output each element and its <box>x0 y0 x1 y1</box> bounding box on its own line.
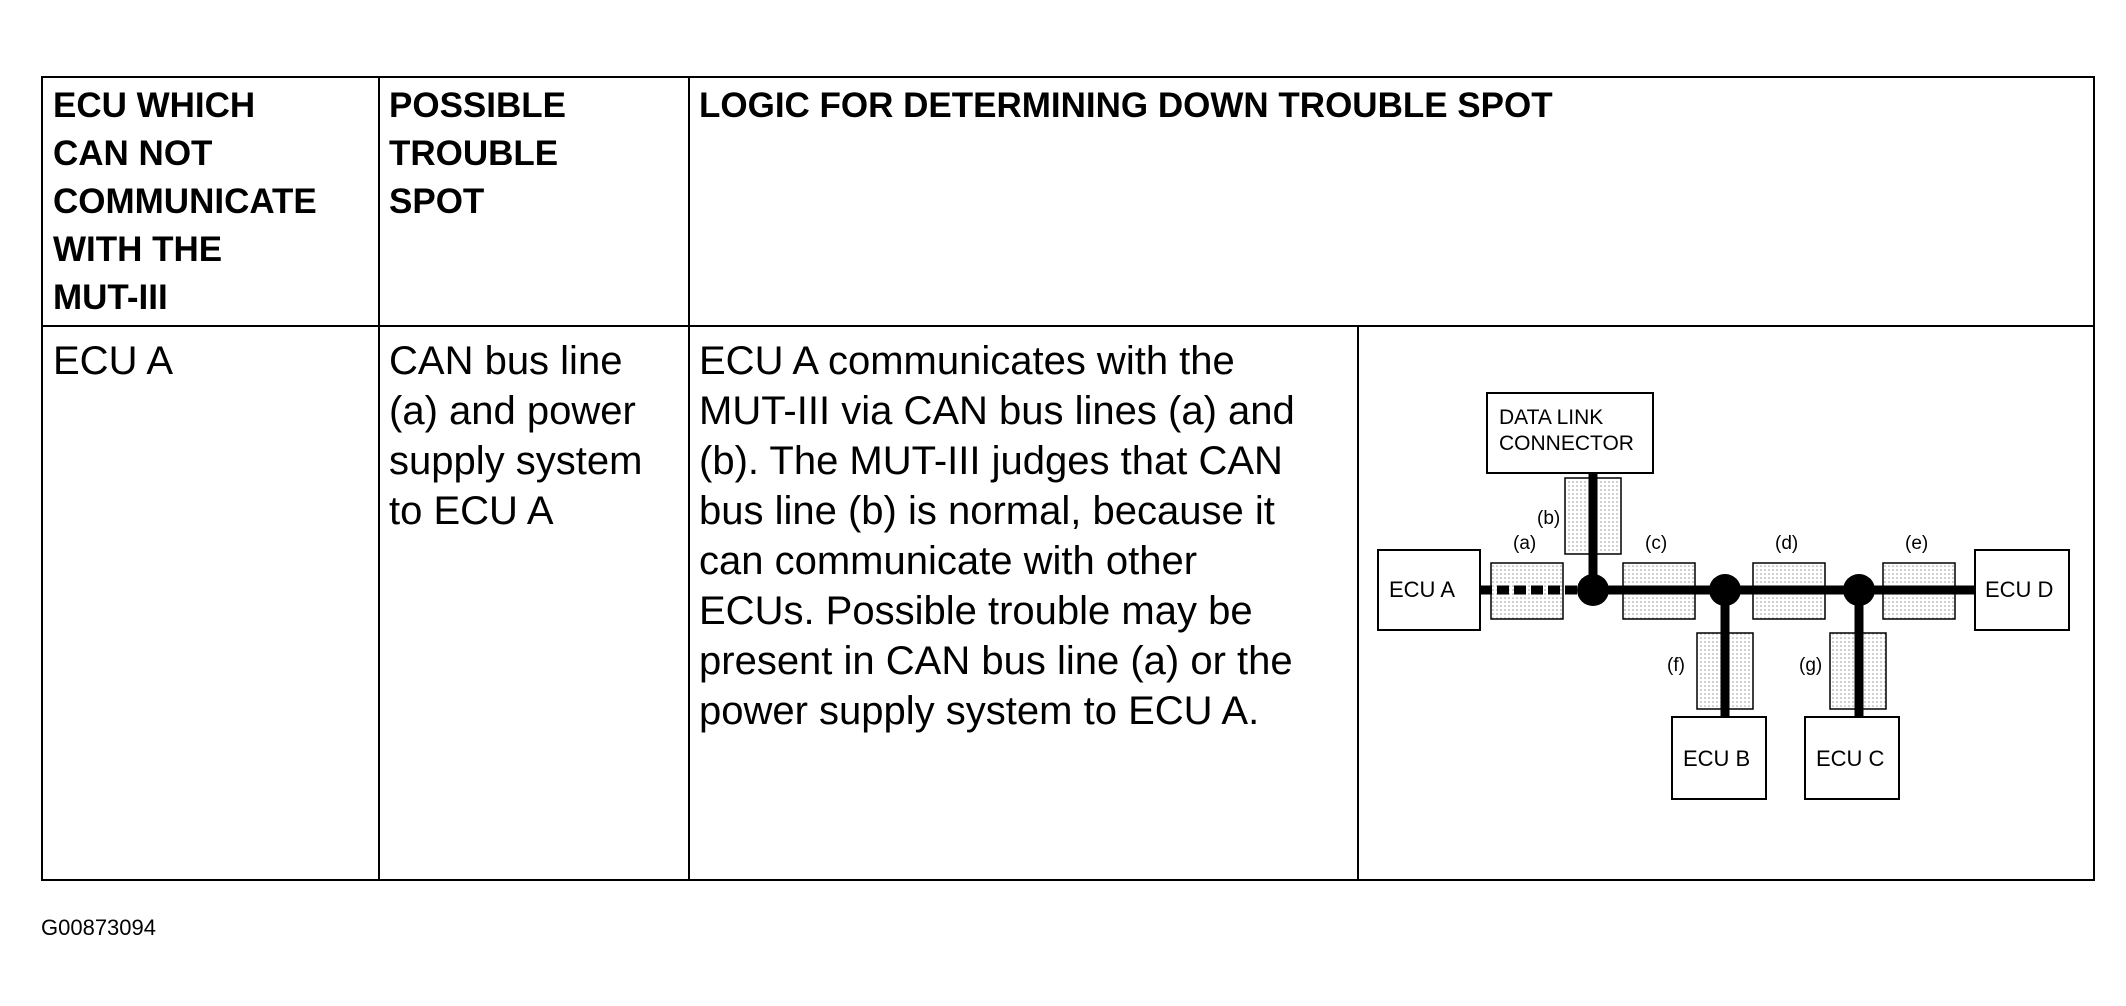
junction-node <box>1709 574 1741 606</box>
figure-code: G00873094 <box>41 915 156 940</box>
row-divider <box>43 325 2093 327</box>
junction-node <box>1577 574 1609 606</box>
cell-ecu: ECU A <box>53 336 373 386</box>
cell-logic: ECU A communicates with the MUT-III via … <box>699 336 1351 736</box>
ecu-a-label: ECU A <box>1389 577 1455 602</box>
can-bus-diagram: DATA LINK CONNECTOR ECU A ECU D ECU B EC… <box>1377 392 2070 800</box>
cell-text: bus line (b) is normal, because it <box>699 489 1275 533</box>
line-label-d: (d) <box>1775 533 1798 554</box>
cell-text: to ECU A <box>389 489 554 533</box>
ecu-b-label: ECU B <box>1683 746 1750 771</box>
header-logic-column: LOGIC FOR DETERMINING DOWN TROUBLE SPOT <box>699 82 2079 130</box>
cell-text: (a) and power <box>389 389 636 433</box>
header-line: MUT-III <box>53 278 168 317</box>
line-label-g: (g) <box>1799 655 1822 676</box>
column-divider <box>1357 327 1359 879</box>
ecu-c-box <box>1804 716 1900 800</box>
cell-text: can communicate with other <box>699 539 1198 583</box>
line-label-a: (a) <box>1513 533 1536 554</box>
header-line: SPOT <box>389 182 485 221</box>
header-line: POSSIBLE <box>389 86 566 125</box>
cell-text: CAN bus line <box>389 339 623 383</box>
cell-text: ECU A <box>53 339 174 383</box>
line-label-b: (b) <box>1537 508 1560 529</box>
ecu-d-label: ECU D <box>1985 577 2053 602</box>
ecu-c-label: ECU C <box>1816 746 1885 771</box>
cell-text: power supply system to ECU A. <box>699 689 1260 733</box>
header-line: LOGIC FOR DETERMINING DOWN TROUBLE SPOT <box>699 86 1553 125</box>
data-link-connector-box <box>1486 392 1654 474</box>
connector-label-line2: CONNECTOR <box>1499 432 1634 455</box>
column-divider <box>378 78 380 879</box>
header-line: COMMUNICATE <box>53 182 317 221</box>
trouble-spot-table: ECU WHICH CAN NOT COMMUNICATE WITH THE M… <box>41 76 2095 881</box>
connector-label-line1: DATA LINK <box>1499 406 1603 429</box>
line-label-c: (c) <box>1645 533 1667 554</box>
junction-node <box>1843 574 1875 606</box>
header-line: CAN NOT <box>53 134 213 173</box>
header-line: WITH THE <box>53 230 223 269</box>
cell-text: ECU A communicates with the <box>699 339 1235 383</box>
column-divider <box>688 78 690 879</box>
cell-text: supply system <box>389 439 643 483</box>
cell-text: ECUs. Possible trouble may be <box>699 589 1253 633</box>
ecu-b-box <box>1671 716 1767 800</box>
cell-text: MUT-III via CAN bus lines (a) and <box>699 389 1295 433</box>
cell-trouble-spot: CAN bus line (a) and power supply system… <box>389 336 681 536</box>
header-ecu-column: ECU WHICH CAN NOT COMMUNICATE WITH THE M… <box>53 82 373 322</box>
line-label-f: (f) <box>1667 655 1685 676</box>
cell-text: (b). The MUT-III judges that CAN <box>699 439 1283 483</box>
ecu-a-box <box>1377 549 1481 631</box>
ecu-d-box <box>1974 549 2070 631</box>
header-trouble-spot-column: POSSIBLE TROUBLE SPOT <box>389 82 679 226</box>
header-line: TROUBLE <box>389 134 559 173</box>
header-line: ECU WHICH <box>53 86 256 125</box>
line-label-e: (e) <box>1905 533 1928 554</box>
cell-text: present in CAN bus line (a) or the <box>699 639 1293 683</box>
